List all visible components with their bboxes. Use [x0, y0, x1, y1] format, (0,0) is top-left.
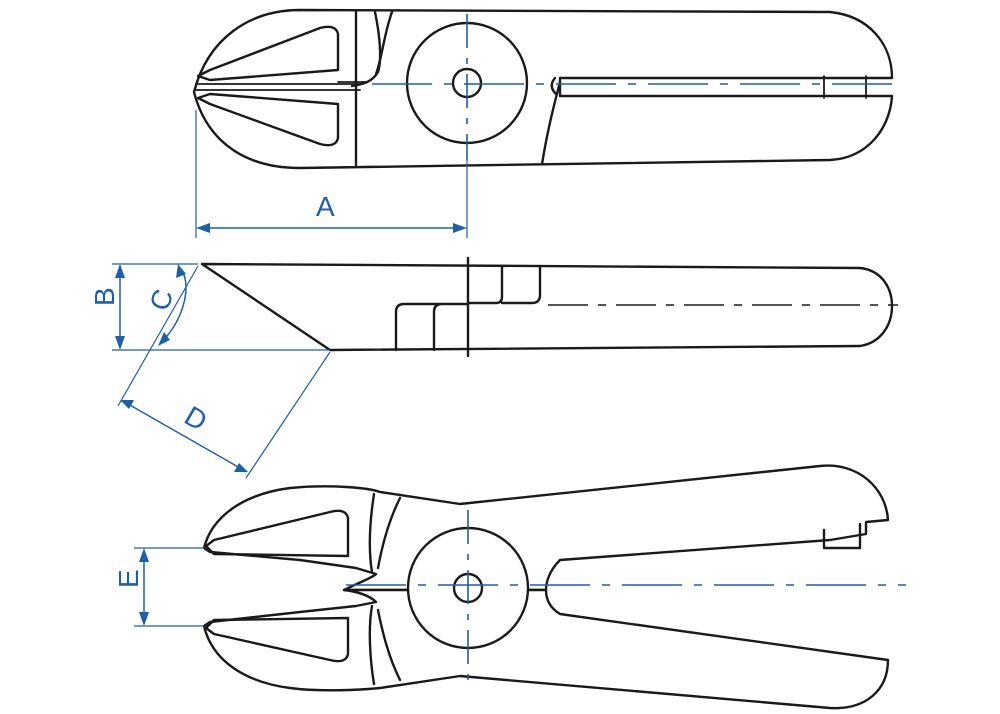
dimension-e: E: [113, 547, 204, 627]
top-jaw-curve-2: [374, 10, 394, 76]
dim-b-label: B: [89, 287, 120, 306]
dim-e-arrow-bottom: [139, 612, 149, 626]
top-spine-tip: [550, 76, 558, 96]
bottom-upper-jaw-step-2: [376, 496, 402, 570]
bottom-lower-wedge: [204, 616, 350, 663]
dim-d-arrow-left: [120, 400, 134, 409]
top-jaw-curve: [350, 10, 382, 88]
dim-c-arrow-bottom: [158, 332, 170, 346]
bottom-lower-jaw-step-2: [376, 608, 402, 682]
dim-d-ext-right: [245, 351, 331, 479]
top-view-closed-blade: [192, 8, 900, 170]
bottom-lower-jaw-step: [368, 604, 376, 686]
bottom-upper-wedge: [204, 509, 350, 558]
top-upper-wedge: [196, 25, 340, 82]
bottom-tail-tab: [822, 522, 862, 550]
dimension-b: B: [89, 263, 330, 351]
bottom-lower-jaw: [202, 588, 890, 710]
dim-a-arrow-left: [196, 223, 210, 233]
bottom-upper-jaw-step: [368, 492, 376, 574]
dim-b-arrow-bottom: [115, 336, 125, 350]
bottom-upper-jaw: [202, 464, 890, 592]
dimension-c: C: [144, 264, 187, 346]
dim-d-label: D: [179, 400, 212, 437]
dim-e-arrow-top: [139, 548, 149, 562]
bottom-view-open-blade: [202, 464, 906, 710]
dim-a-label: A: [316, 191, 335, 222]
side-step-lower: [394, 302, 470, 352]
dim-c-label: C: [144, 285, 180, 314]
dim-b-arrow-top: [115, 264, 125, 278]
dim-c-arrow-top: [176, 264, 186, 278]
dim-d-line: [127, 403, 241, 469]
dim-e-label: E: [113, 569, 144, 588]
top-tail-slot: [823, 75, 867, 99]
side-view-outline: [200, 262, 894, 352]
top-spine: [540, 80, 562, 166]
top-view-outline: [192, 8, 894, 170]
dim-d-arrow-right: [234, 463, 248, 472]
top-lower-wedge: [196, 92, 340, 147]
dim-d-ext-left: [117, 265, 199, 407]
side-step-upper: [466, 264, 542, 305]
dimension-a: A: [195, 110, 468, 238]
side-view-blade: [200, 256, 898, 358]
dim-a-arrow-right: [453, 223, 467, 233]
